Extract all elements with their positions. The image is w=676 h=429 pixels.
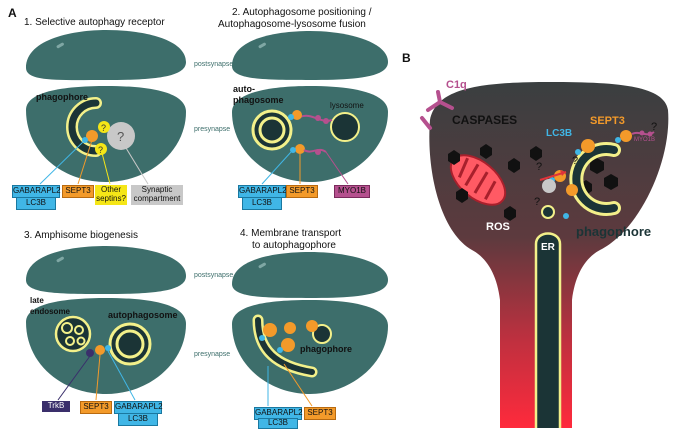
syn-compartment-l1: Synaptic (141, 185, 173, 194)
postsynapse-membrane (26, 246, 186, 294)
panel-1: 1. Selective autophagy receptor postsyna… (24, 17, 233, 185)
other-septins-l2: septins? (96, 194, 126, 203)
sept3-dot (86, 130, 98, 142)
lc3b-dot (105, 345, 111, 351)
lc3b-dot (575, 149, 581, 155)
trkb-dot (86, 349, 94, 357)
question-mark: ? (572, 155, 578, 167)
lc3b-dot (563, 213, 569, 219)
lc3b-dot (277, 347, 283, 353)
sept3-box-p1: SEPT3 (62, 185, 94, 198)
lc3b-dot (259, 335, 265, 341)
c1q-icon (420, 90, 454, 130)
lc3b-box-p3: LC3B (118, 413, 158, 426)
postsynapse-membrane (232, 252, 388, 298)
panel-3-title: 3. Amphisome biogenesis (24, 230, 138, 241)
other-septins-box: Other septins? (95, 185, 127, 205)
other-septins-l1: Other (100, 185, 121, 194)
myo1b-box: MYO1B (334, 185, 370, 198)
lc3b-dot (290, 147, 296, 153)
syn-compartment-circle (107, 122, 135, 150)
grey-vesicle (542, 179, 556, 193)
myo1b-label: MYO1B (634, 137, 655, 143)
trkb-box: TrkB (42, 401, 70, 412)
late-endosome-label-l1: late (30, 296, 44, 305)
question-mark: ? (536, 161, 542, 173)
other-septin-2 (95, 143, 107, 155)
syn-compartment-l2: compartment (133, 194, 181, 203)
er-tube (534, 232, 562, 428)
postsynapse-label: postsynapse (194, 272, 233, 279)
sept3-box-p3: SEPT3 (80, 401, 112, 414)
question-mark: ? (651, 121, 657, 133)
lc3b-box-p4: LC3B (258, 418, 298, 429)
postsynapse-membrane (26, 30, 186, 81)
panel-b-letter: B (402, 51, 411, 65)
sept3-box-p4: SEPT3 (304, 407, 336, 420)
ros-label: ROS (486, 221, 510, 233)
lc3b-box-p1: LC3B (16, 197, 56, 210)
caspase-hexagons (448, 144, 618, 221)
sept3-dot (284, 322, 296, 334)
panel-2: 2. Autophagosome positioning / Autophago… (218, 7, 388, 185)
sept3-label: SEPT3 (590, 115, 625, 127)
autophagosome-label: autophagosome (108, 310, 178, 320)
sept3-dot (281, 338, 295, 352)
late-endosome-label-l2: endosome (30, 307, 71, 316)
presynapse-label: presynapse (194, 351, 230, 358)
c1q-label: C1q (446, 79, 467, 91)
question-mark: ? (98, 145, 103, 155)
sept3-dot (566, 184, 578, 196)
lysosome-shape (330, 112, 360, 142)
sept3-dot (620, 130, 632, 142)
sept3-dot (263, 323, 277, 337)
er-label: ER (541, 242, 556, 253)
phagophore-label: phagophore (36, 92, 88, 102)
panel-1-title: 1. Selective autophagy receptor (24, 17, 165, 28)
lc3b-box-p2: LC3B (242, 197, 282, 210)
phagophore-label: phagophore (300, 344, 352, 354)
panel-3: 3. Amphisome biogenesis postsynapse pres… (24, 230, 233, 401)
sept3-dot (306, 320, 318, 332)
lc3b-label: LC3B (546, 128, 572, 139)
panel-2-title-l1: 2. Autophagosome positioning / (232, 7, 372, 18)
sept3-dot (95, 345, 105, 355)
lc3b-dot (615, 137, 621, 143)
panel-4-title-l1: 4. Membrane transport (240, 228, 341, 239)
postsynapse-membrane (232, 31, 388, 80)
panel-4: 4. Membrane transport to autophagophore … (232, 228, 388, 407)
autophagosome-label-l2: phagosome (233, 95, 284, 105)
sept3-box-p2: SEPT3 (286, 185, 318, 198)
autophagosome-label-l1: auto- (233, 84, 255, 94)
postsynapse-label: postsynapse (194, 61, 233, 68)
lysosome-label: lysosome (330, 101, 364, 110)
presynapse-label: presynapse (194, 126, 230, 133)
late-endosome-shape (54, 315, 92, 353)
panel-a-letter: A (8, 6, 17, 20)
phagophore-label: phagophore (576, 224, 651, 239)
sept3-dot (295, 144, 305, 154)
question-mark: ? (534, 196, 540, 208)
syn-compartment-box: Synaptic compartment (131, 185, 183, 205)
lc3b-dot (288, 114, 294, 120)
sept3-dot (581, 139, 595, 153)
panel-2-title-l2: Autophagosome-lysosome fusion (218, 19, 366, 30)
panel-4-title-l2: to autophagophore (252, 240, 336, 251)
sept3-dot (292, 110, 302, 120)
question-mark: ? (101, 123, 106, 133)
caspases-label: CASPASES (452, 113, 517, 127)
other-septin-1 (98, 121, 110, 133)
question-mark: ? (117, 129, 124, 144)
panel-b: C1q CASPASES ROS phagophore (420, 79, 669, 428)
